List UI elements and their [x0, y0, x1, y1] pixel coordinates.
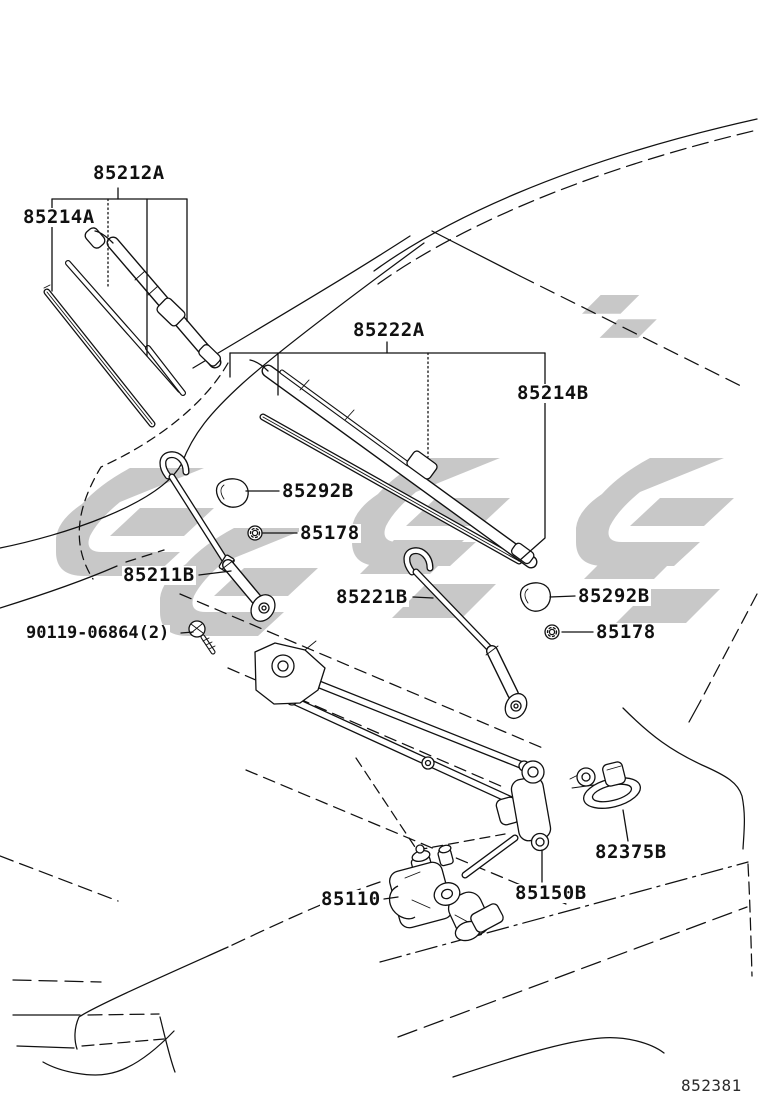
part-label-85150b: 85150B: [514, 882, 588, 904]
pivot-nut-upper: [247, 525, 263, 541]
callout-brackets: [51, 187, 546, 562]
wiper-arm-driver: [159, 451, 276, 622]
part-label-85178-right: 85178: [595, 621, 657, 643]
part-label-85214a: 85214A: [22, 206, 96, 228]
wiper-linkage: [254, 640, 552, 879]
wiper-arm-passenger: [403, 547, 528, 720]
diagram-number: 852381: [681, 1076, 742, 1095]
wiper-blade-passenger-assembly: [249, 359, 538, 569]
part-label-85211b: 85211B: [122, 564, 196, 586]
part-label-85214b: 85214B: [516, 382, 590, 404]
car-body-outline: [0, 118, 758, 1078]
part-label-85212a: 85212A: [92, 162, 166, 184]
part-label-82375b: 82375B: [594, 841, 668, 863]
part-label-85110: 85110: [320, 888, 382, 910]
grommet-82375b: [569, 761, 641, 809]
part-label-85222a: 85222A: [352, 319, 426, 341]
pivot-cap-upper: [215, 478, 249, 508]
leader-lines: [180, 490, 629, 900]
part-label-90119-06864: 90119-06864(2): [25, 623, 171, 643]
part-label-85292b-right: 85292B: [577, 585, 651, 607]
part-label-85221b: 85221B: [335, 586, 409, 608]
wiper-blade-driver-assembly: [43, 227, 222, 428]
pivot-cap-right: [519, 582, 552, 612]
bolt-90119: [188, 620, 216, 655]
pivot-nut-right: [544, 624, 560, 640]
part-label-85292b-upper: 85292B: [281, 480, 355, 502]
part-label-85178-upper: 85178: [299, 522, 361, 544]
wiper-motor: [388, 844, 504, 942]
